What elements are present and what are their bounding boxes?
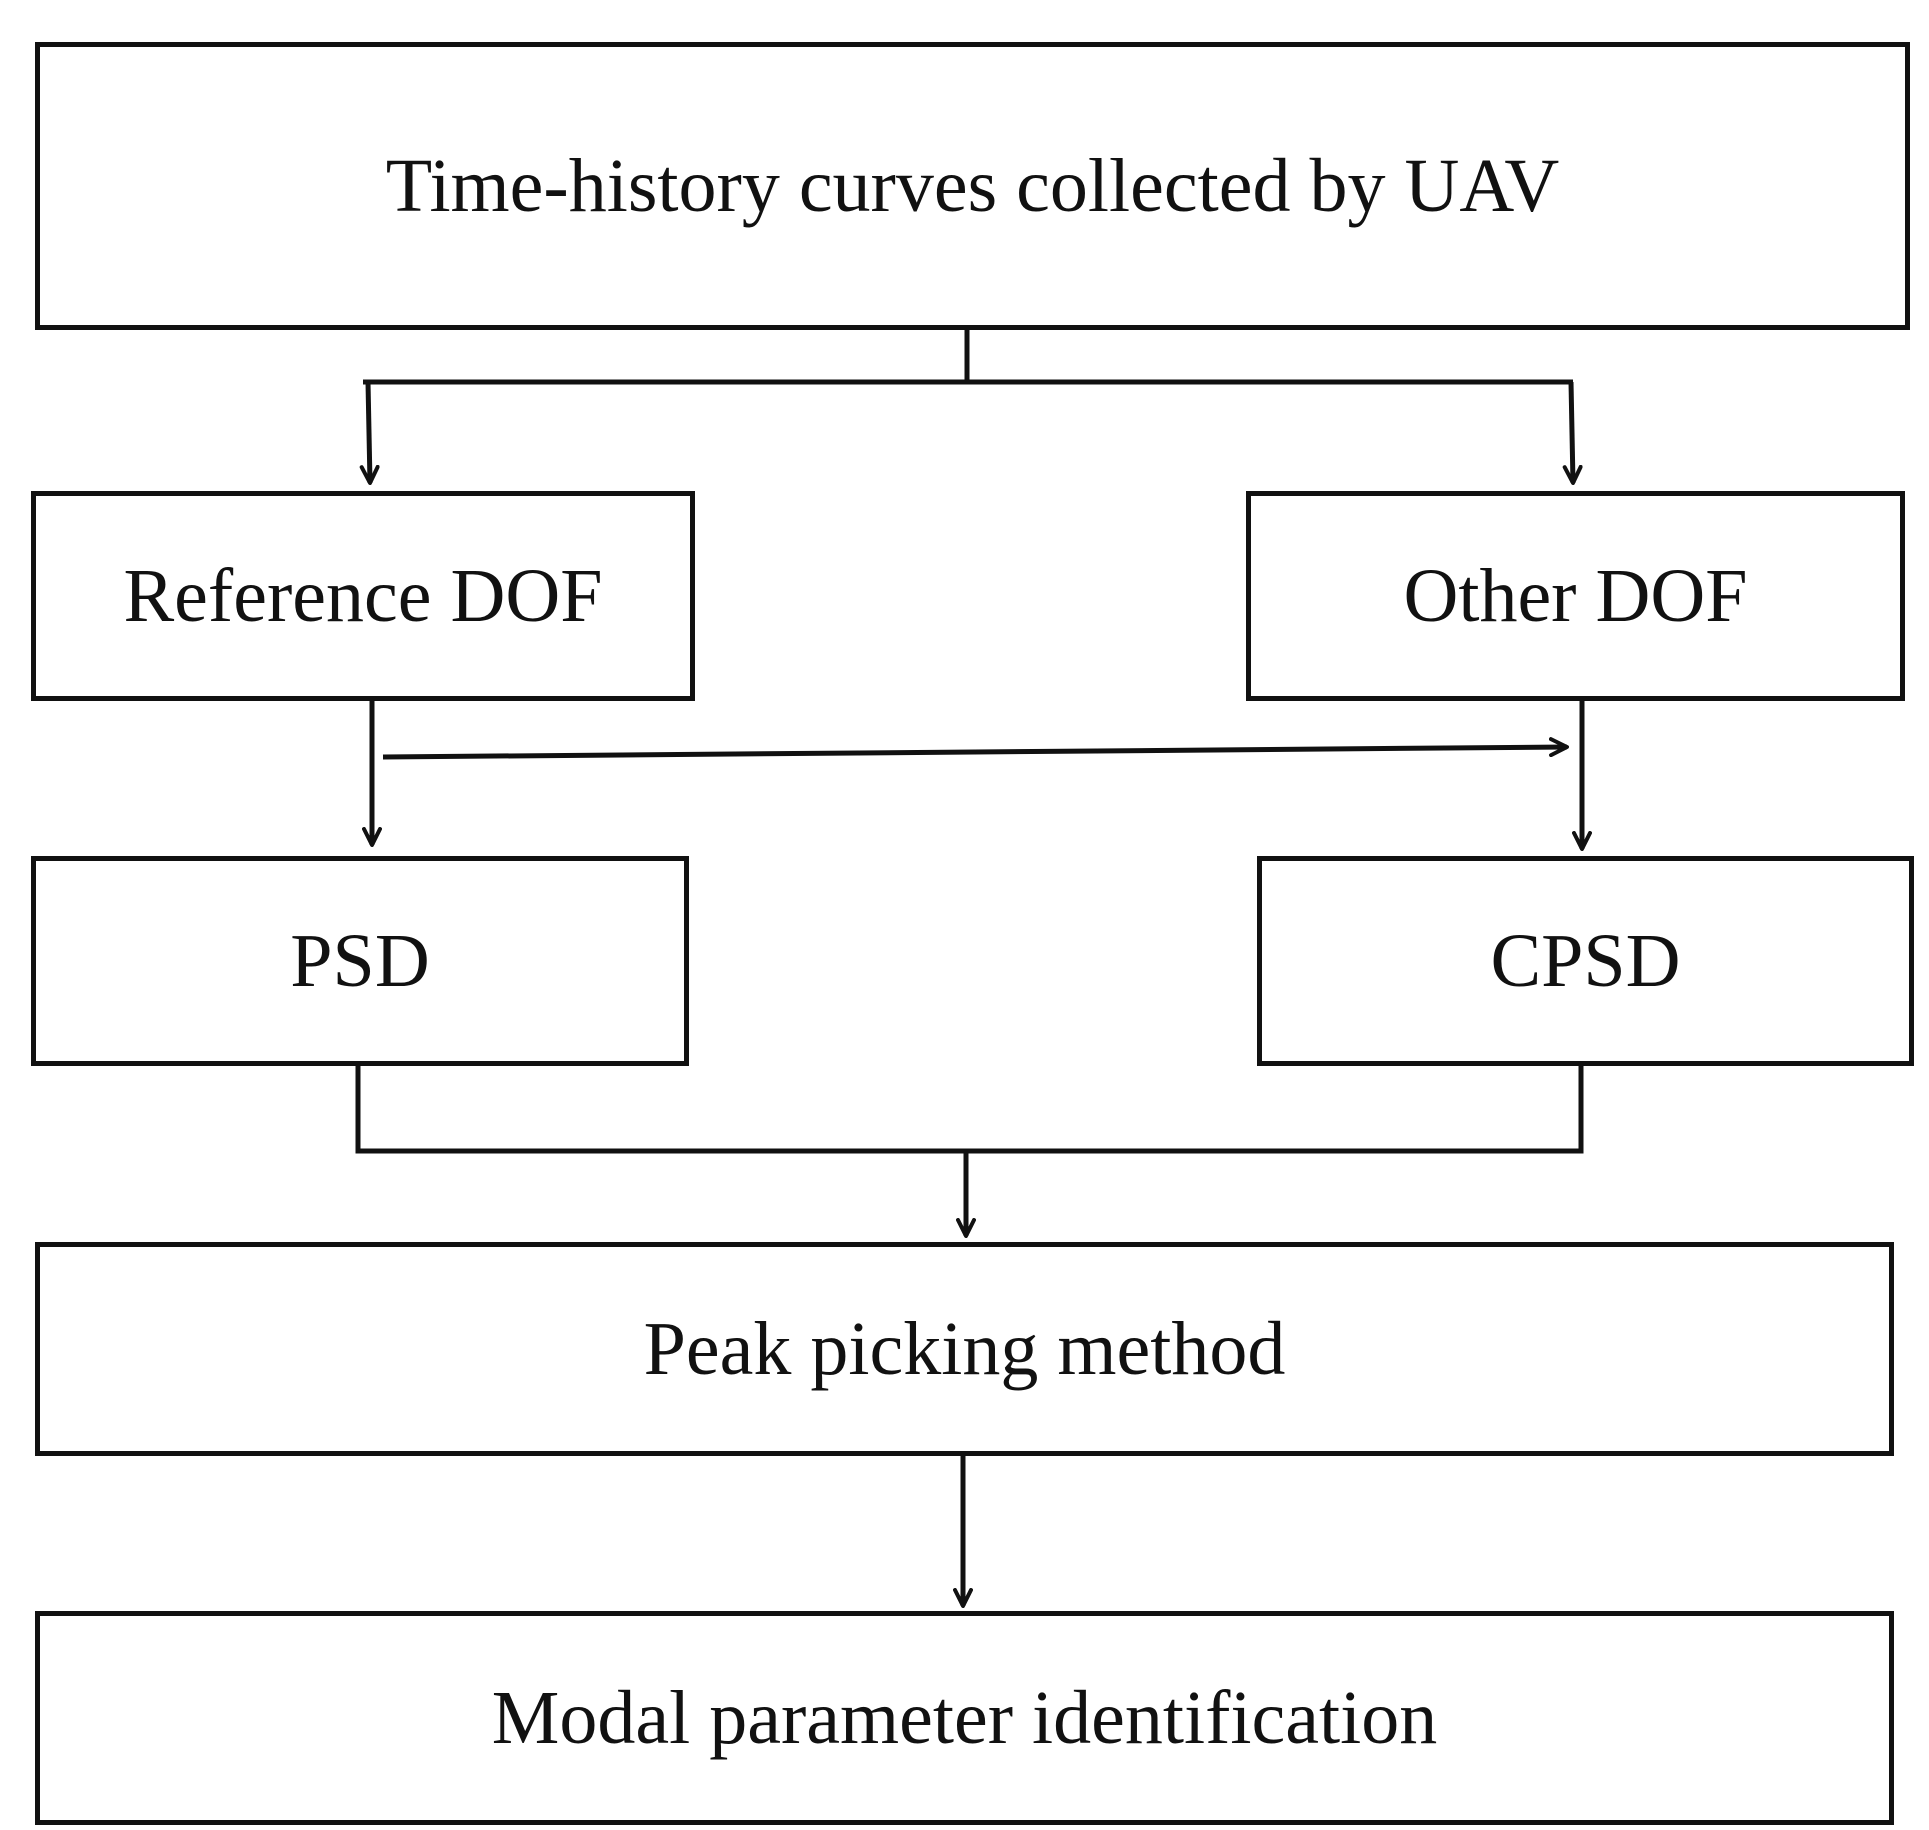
edge-source-to-other-dof bbox=[1562, 381, 1583, 485]
node-cpsd: CPSD bbox=[1257, 856, 1914, 1066]
edge-source-to-reference-dof bbox=[359, 381, 380, 485]
node-modal-parameter-identification: Modal parameter identification bbox=[35, 1611, 1894, 1825]
edge-psd-cpsd-merge bbox=[355, 1060, 1584, 1154]
node-psd: PSD bbox=[31, 856, 689, 1066]
node-reference-dof: Reference DOF bbox=[31, 491, 695, 701]
node-time-history-curves: Time-history curves collected by UAV bbox=[35, 42, 1910, 330]
node-peak-picking-method: Peak picking method bbox=[35, 1242, 1894, 1456]
node-other-dof: Other DOF bbox=[1246, 491, 1905, 701]
edge-reference-dof-to-cpsd bbox=[382, 737, 1569, 760]
